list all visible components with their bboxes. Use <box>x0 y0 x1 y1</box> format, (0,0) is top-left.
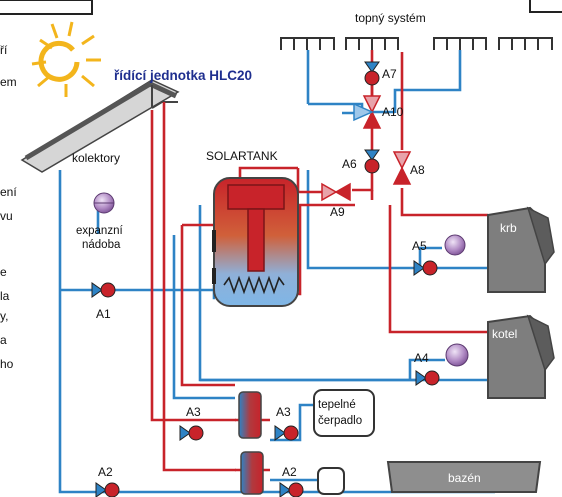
pump-A5-icon <box>413 260 438 276</box>
fireplace-label: krb <box>500 221 517 235</box>
label-A7: A7 <box>382 67 397 81</box>
left-text-5: e <box>0 265 7 279</box>
left-text-6: la <box>0 289 10 303</box>
label-A9: A9 <box>330 205 345 219</box>
heating-system-label: topný systém <box>355 11 426 25</box>
heat-exchanger-heat-pump <box>238 391 262 439</box>
roof <box>20 79 180 173</box>
label-A5: A5 <box>412 239 427 253</box>
left-text-7: y, <box>0 309 8 323</box>
fireplace-pump-vessel <box>444 234 466 256</box>
pump-A6-icon <box>364 149 380 174</box>
pump-A1-icon <box>91 282 116 298</box>
tank-label: SOLARTANK <box>206 149 278 163</box>
pump-A2a-icon <box>95 482 120 497</box>
label-A2b: A2 <box>282 465 297 479</box>
pool-label: bazén <box>448 471 481 485</box>
label-A3b: A3 <box>276 405 291 419</box>
pump-A4-icon <box>415 370 440 386</box>
valve-A8-icon <box>392 151 412 185</box>
label-A4: A4 <box>414 351 429 365</box>
left-text-8: a <box>0 333 7 347</box>
label-A2a: A2 <box>98 465 113 479</box>
expansion-vessel-label-2: nádoba <box>82 239 121 251</box>
left-text-1: ří <box>0 43 8 57</box>
pool <box>317 461 542 495</box>
pump-A2b-icon <box>279 482 304 497</box>
sun-icon <box>31 21 101 97</box>
pump-A7-icon <box>364 61 380 86</box>
label-A10: A10 <box>382 105 404 119</box>
label-A6: A6 <box>342 157 357 171</box>
label-A3a: A3 <box>186 405 201 419</box>
solar-tank <box>212 177 299 307</box>
expansion-vessel <box>93 192 115 214</box>
pump-A3b-icon <box>274 425 299 441</box>
heating-system-radiators <box>280 37 553 50</box>
left-text-2: em <box>0 75 17 89</box>
control-unit-title: řídící jednotka HLC20 <box>114 68 252 83</box>
boiler <box>487 314 555 399</box>
top-left-frame <box>0 0 93 15</box>
label-A1: A1 <box>96 307 111 321</box>
heat-pump-label-1: tepelné <box>318 399 356 411</box>
left-text-3: ení <box>0 185 17 199</box>
valve-A9-icon <box>321 182 351 202</box>
boiler-label: kotel <box>492 327 517 341</box>
boiler-pump-vessel <box>445 343 469 367</box>
heat-exchanger-pool <box>240 451 264 495</box>
heat-pump-label-2: čerpadlo <box>318 415 362 427</box>
pump-A3a-icon <box>179 425 204 441</box>
collectors-label: kolektory <box>72 151 120 165</box>
label-A8: A8 <box>410 163 425 177</box>
left-text-9: ho <box>0 357 14 371</box>
fireplace <box>487 206 555 293</box>
valve-A10-icon <box>353 95 382 129</box>
heat-pump-box <box>313 389 375 437</box>
left-text-4: vu <box>0 209 13 223</box>
top-right-frame <box>529 0 562 13</box>
expansion-vessel-label-1: expanzní <box>76 225 123 237</box>
